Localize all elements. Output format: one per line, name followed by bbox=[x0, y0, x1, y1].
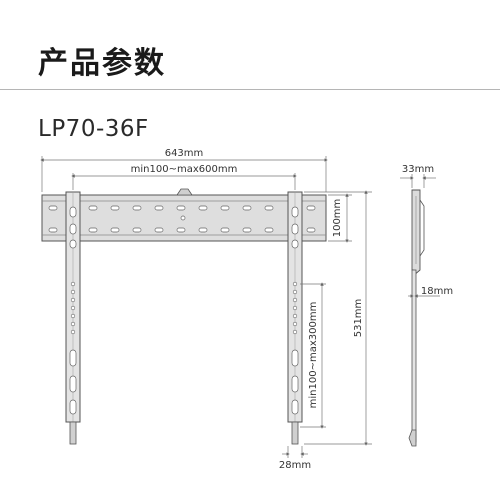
dim-plate-height: 100mm bbox=[332, 199, 343, 238]
dim-wall-depth: 33mm bbox=[402, 164, 434, 175]
left-arm bbox=[65, 191, 81, 445]
title-divider bbox=[0, 89, 500, 90]
dim-hole-spacing-height: min100~max300mm bbox=[308, 302, 319, 409]
model-number: LP70-36F bbox=[38, 116, 149, 142]
dim-arm-width: 28mm bbox=[279, 460, 311, 471]
dim-overall-width: 643mm bbox=[165, 148, 204, 159]
dim-hole-spacing-width: min100~max600mm bbox=[131, 164, 238, 175]
dim-arm-height: 531mm bbox=[353, 299, 364, 338]
side-arm bbox=[411, 269, 417, 443]
right-arm bbox=[287, 191, 303, 445]
front-view bbox=[41, 188, 327, 445]
plate-latch bbox=[176, 188, 193, 196]
page-title: 产品参数 bbox=[38, 46, 166, 81]
side-view bbox=[408, 189, 425, 447]
plate-slots bbox=[48, 205, 316, 233]
dim-screen-depth: 18mm bbox=[421, 286, 453, 297]
